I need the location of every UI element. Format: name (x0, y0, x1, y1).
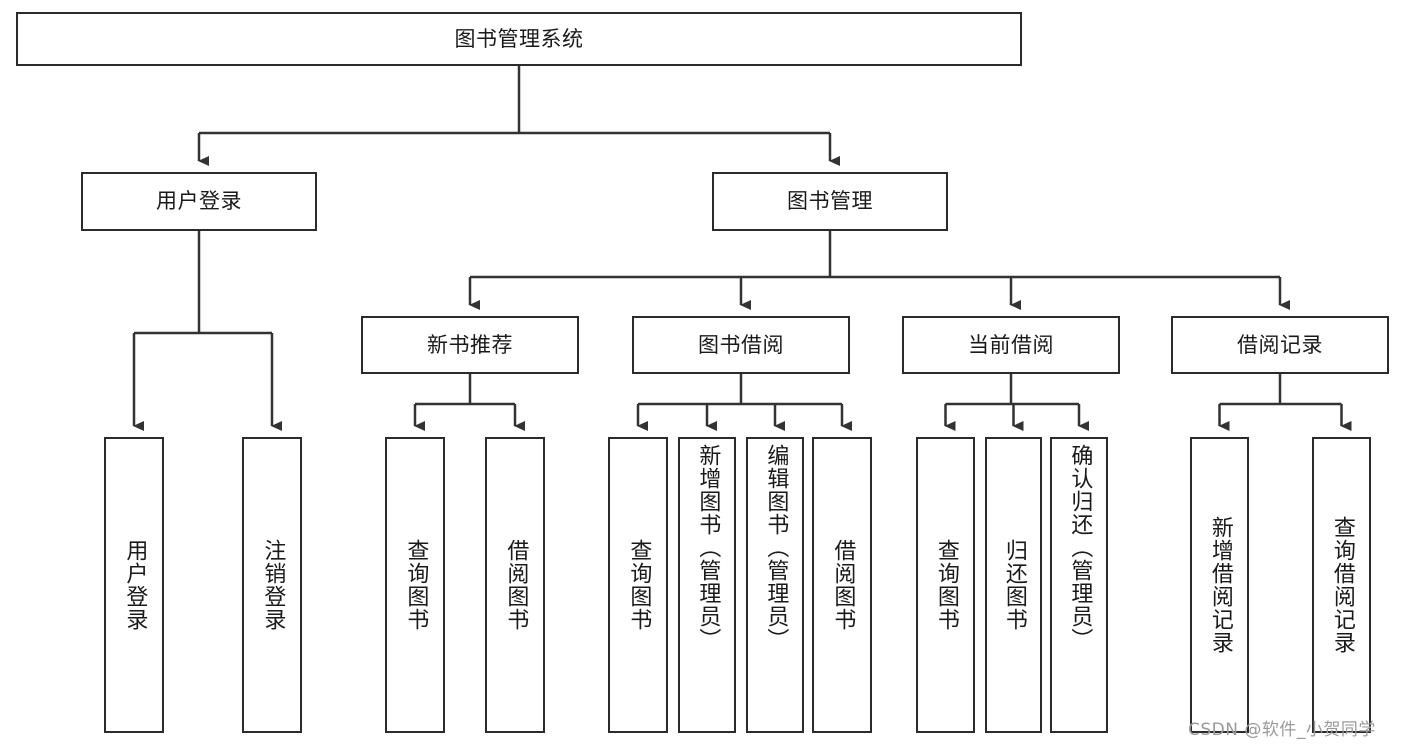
node-label-leaf-return-book: 归还图书 (1001, 539, 1027, 631)
node-book-manage[interactable]: 图书管理 (712, 172, 948, 231)
node-leaf-confirm-return[interactable]: 确认归还（管理员） (1050, 437, 1108, 733)
node-label-leaf-borrow-book-1: 借阅图书 (503, 539, 529, 631)
node-label-leaf-query-book-3: 查询图书 (933, 539, 959, 631)
node-user-login[interactable]: 用户登录 (81, 172, 317, 231)
node-leaf-add-record[interactable]: 新增借阅记录 (1190, 437, 1249, 733)
node-book-borrow[interactable]: 图书借阅 (632, 316, 850, 374)
watermark: CSDN @软件_小贺同学 (1188, 720, 1376, 740)
node-label-leaf-borrow-book-2: 借阅图书 (830, 539, 856, 631)
node-label-book-manage: 图书管理 (787, 189, 873, 214)
node-leaf-logout[interactable]: 注销登录 (242, 437, 302, 733)
node-label-leaf-query-record: 查询借阅记录 (1329, 516, 1355, 654)
node-borrow-record[interactable]: 借阅记录 (1171, 316, 1389, 374)
node-label-leaf-user-login: 用户登录 (122, 539, 148, 631)
node-label-leaf-edit-book: 编辑图书（管理员） (763, 444, 789, 651)
node-leaf-borrow-book-2[interactable]: 借阅图书 (812, 437, 872, 733)
node-current-borrow[interactable]: 当前借阅 (902, 316, 1120, 374)
node-label-book-borrow: 图书借阅 (698, 332, 784, 357)
node-label-current-borrow: 当前借阅 (968, 332, 1054, 357)
node-label-leaf-query-book-1: 查询图书 (403, 539, 429, 631)
node-leaf-query-book-1[interactable]: 查询图书 (385, 437, 445, 733)
node-label-leaf-confirm-return: 确认归还（管理员） (1067, 444, 1093, 651)
node-label-leaf-add-record: 新增借阅记录 (1207, 516, 1233, 654)
node-leaf-return-book[interactable]: 归还图书 (985, 437, 1042, 733)
node-root[interactable]: 图书管理系统 (16, 12, 1022, 66)
node-label-leaf-add-book: 新增图书（管理员） (695, 444, 721, 651)
node-label-borrow-record: 借阅记录 (1237, 332, 1323, 357)
node-label-leaf-query-book-2: 查询图书 (626, 539, 652, 631)
node-label-root: 图书管理系统 (454, 26, 584, 51)
node-leaf-query-book-2[interactable]: 查询图书 (608, 437, 668, 733)
node-leaf-borrow-book-1[interactable]: 借阅图书 (485, 437, 545, 733)
node-leaf-edit-book[interactable]: 编辑图书（管理员） (746, 437, 804, 733)
node-label-new-book-rec: 新书推荐 (427, 332, 513, 357)
node-leaf-query-book-3[interactable]: 查询图书 (916, 437, 975, 733)
node-leaf-user-login[interactable]: 用户登录 (104, 437, 164, 733)
node-new-book-rec[interactable]: 新书推荐 (361, 316, 579, 374)
node-label-user-login: 用户登录 (156, 189, 242, 214)
node-label-leaf-logout: 注销登录 (260, 539, 286, 631)
node-leaf-add-book[interactable]: 新增图书（管理员） (678, 437, 736, 733)
node-leaf-query-record[interactable]: 查询借阅记录 (1312, 437, 1371, 733)
